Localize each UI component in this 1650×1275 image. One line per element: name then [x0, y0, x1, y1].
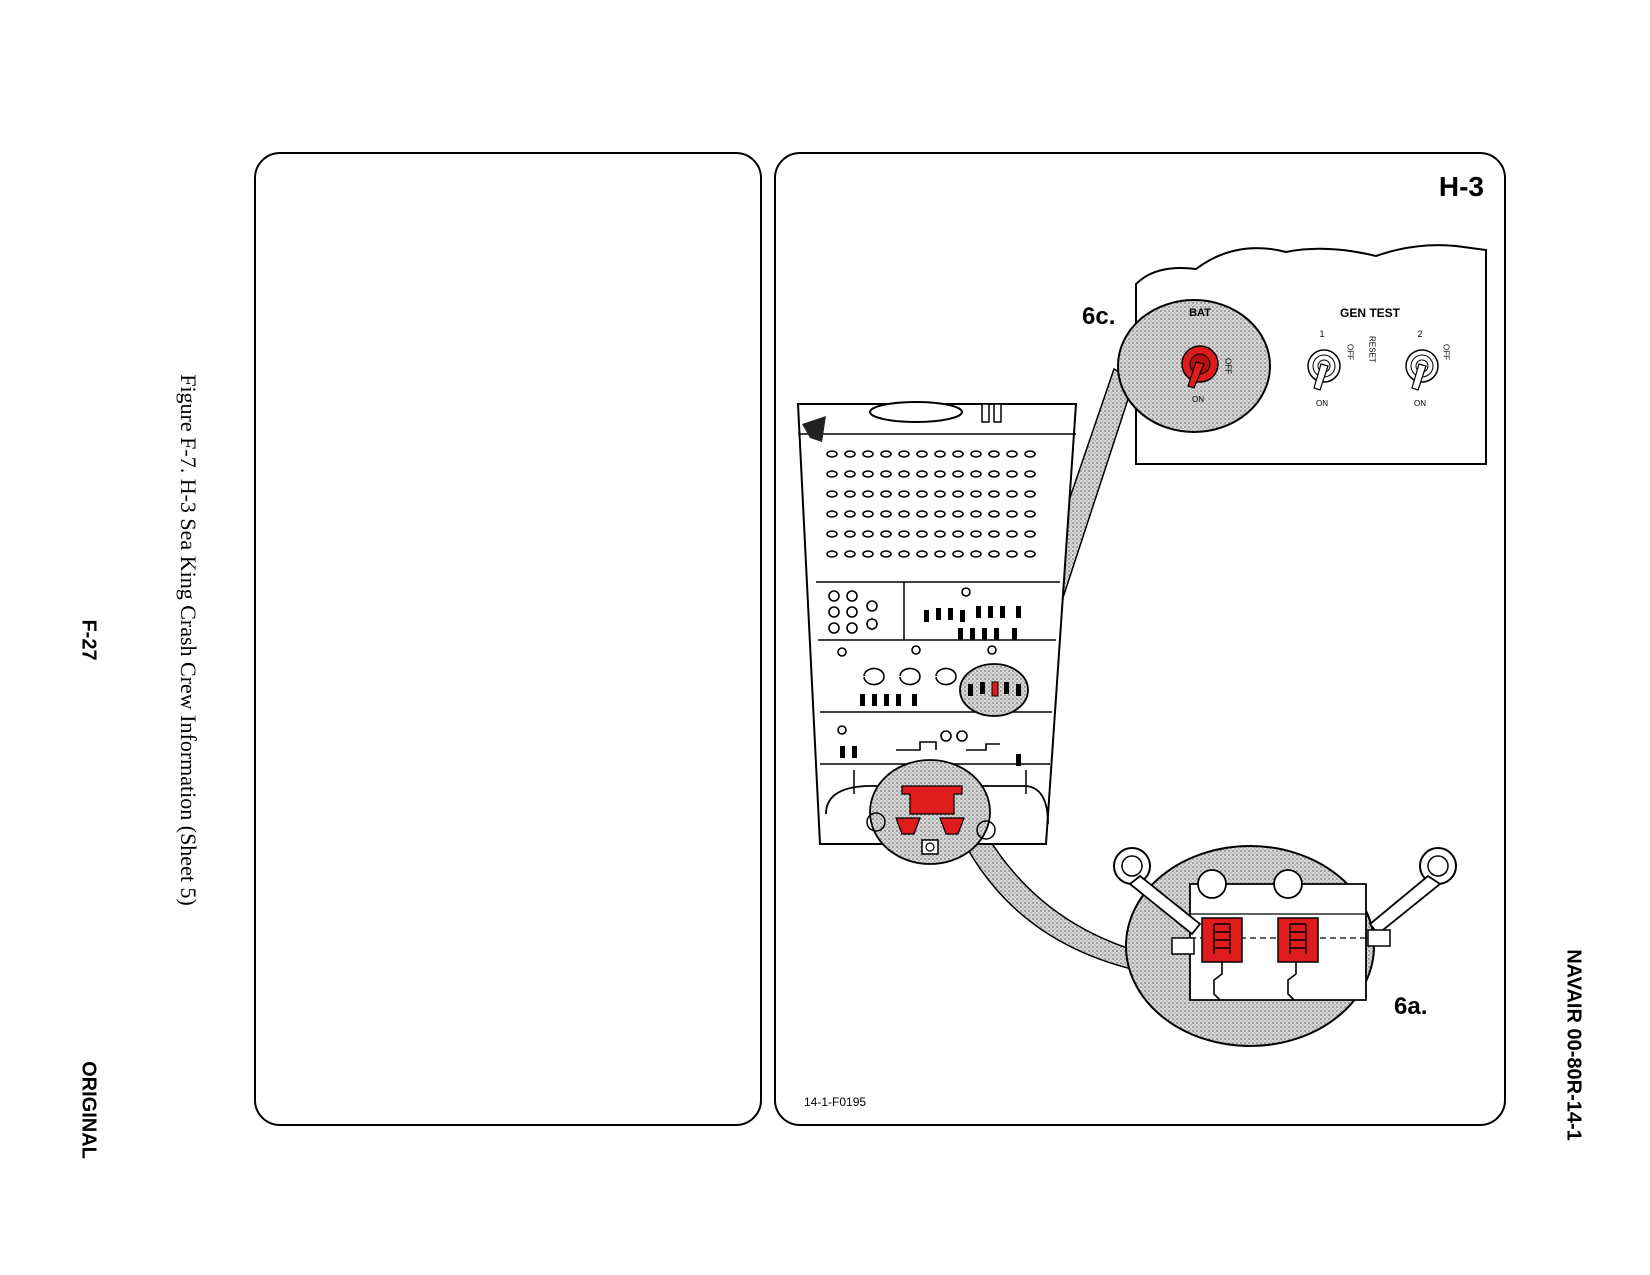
edition-label: ORIGINAL: [77, 1061, 100, 1159]
engine-control-magnifier: [1113, 845, 1457, 1047]
figure-code: 14-1-F0195: [804, 1095, 866, 1109]
gen-test-group: GEN TEST 1 2 OFF RESET OFF ON ON: [1307, 306, 1451, 408]
cockpit-illustration: H-3 BAT OFF ON 6c. GEN TEST 1 2: [796, 171, 1487, 1109]
bat-on-label: ON: [1192, 395, 1204, 404]
gen2-switch-icon: [1405, 349, 1439, 391]
gen-test-label: GEN TEST: [1340, 306, 1401, 320]
blank-panel: [254, 152, 762, 1126]
bat-label: BAT: [1189, 307, 1211, 319]
engine-lever-1-icon: [1201, 917, 1243, 963]
gen1-switch-icon: [1307, 349, 1341, 391]
page-number: F-27: [77, 619, 100, 661]
callout-6c: 6c.: [1082, 303, 1115, 330]
gen2-number: 2: [1417, 329, 1422, 339]
reset-label: RESET: [1368, 336, 1377, 363]
publication-id: NAVAIR 00-80R-14-1: [1562, 949, 1585, 1141]
engine-lever-2-icon: [1277, 917, 1319, 963]
gen2-off-label: OFF: [1442, 344, 1451, 360]
bat-switch-icon: [1181, 345, 1219, 389]
aircraft-label: H-3: [1439, 171, 1484, 202]
gen1-on-label: ON: [1316, 399, 1328, 408]
gen2-on-label: ON: [1414, 399, 1426, 408]
illustration-panel: H-3 BAT OFF ON 6c. GEN TEST 1 2: [774, 152, 1506, 1126]
callout-6a: 6a.: [1394, 993, 1427, 1020]
bat-switch-magnifier: BAT OFF ON: [1117, 299, 1271, 433]
gen1-off-label: OFF: [1346, 344, 1355, 360]
gen1-number: 1: [1319, 329, 1324, 339]
overhead-console: [796, 401, 1078, 845]
figure-caption: Figure F-7. H-3 Sea King Crash Crew Info…: [176, 374, 201, 906]
bat-switch-locator: [959, 663, 1029, 717]
engine-lever-locator: [866, 759, 996, 865]
bat-off-label: OFF: [1224, 358, 1233, 374]
